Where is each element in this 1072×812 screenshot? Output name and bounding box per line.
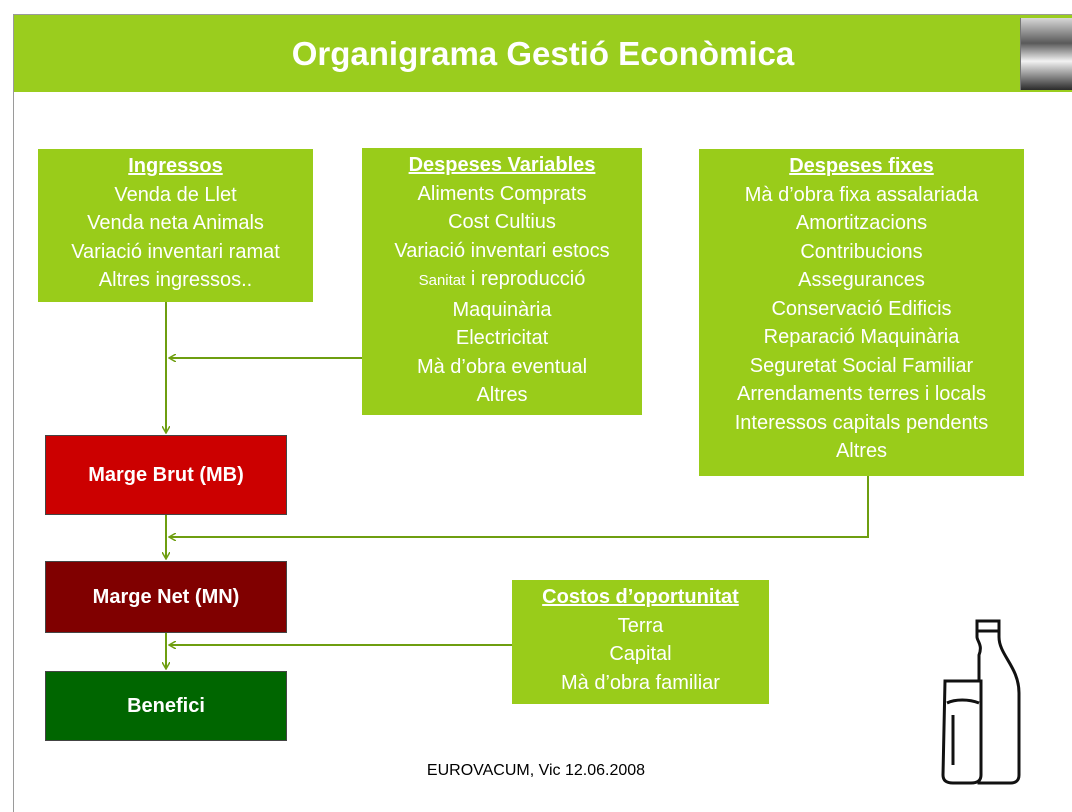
costos-oportunitat-header: Costos d’oportunitat (542, 586, 739, 608)
despeses-fixes-item: Interessos capitals pendents (734, 411, 989, 434)
despeses-fixes-item: Contribucions (800, 240, 923, 263)
ingressos-item: Venda de Llet (114, 183, 237, 206)
despeses-fixes-item: Reparació Maquinària (763, 326, 960, 348)
sanitat-text: Sanitat (418, 272, 466, 289)
page-title: Organigrama Gestió Econòmica (291, 34, 795, 72)
marge-brut-box: Marge Brut (MB) (45, 435, 287, 515)
despeses-variables-item: Sanitat i reproducció (362, 265, 642, 296)
despeses-variables-item: Altres (476, 384, 528, 406)
despeses-fixes-header: Despeses fixes (789, 155, 934, 177)
despeses-fixes-item: Seguretat Social Familiar (749, 354, 974, 377)
benefici-label: Benefici (127, 694, 205, 717)
despeses-variables-item: Mà d’obra eventual (416, 355, 588, 378)
despeses-variables-item: Cost Cultius (448, 211, 556, 233)
costos-oportunitat-item: Capital (609, 643, 672, 665)
ingressos-box: Ingressos Venda de Llet Venda neta Anima… (38, 149, 313, 302)
cow-photo (1020, 18, 1072, 90)
milk-bottle-glass-icon (941, 619, 1021, 785)
ingressos-item: Altres ingressos.. (98, 269, 253, 291)
slide-border (13, 14, 1072, 812)
arrow-fixes-to-main (170, 476, 869, 537)
ingressos-item: Venda neta Animals (87, 212, 264, 234)
reproduccio-text: i reproducció (465, 268, 586, 290)
despeses-fixes-item: Assegurances (798, 269, 925, 291)
despeses-variables-box: Despeses Variables Aliments Comprats Cos… (362, 148, 642, 415)
despeses-fixes-item: Arrendaments terres i locals (737, 383, 986, 405)
despeses-fixes-item: Conservació Edificis (771, 297, 952, 320)
despeses-fixes-item: Mà d’obra fixa assalariada (744, 183, 979, 206)
benefici-box: Benefici (45, 671, 287, 741)
despeses-fixes-box: Despeses fixes Mà d’obra fixa assalariad… (699, 149, 1024, 476)
marge-brut-label: Marge Brut (MB) (88, 463, 244, 486)
costos-oportunitat-box: Costos d’oportunitat Terra Capital Mà d’… (512, 580, 769, 704)
costos-oportunitat-item: Mà d’obra familiar (561, 671, 720, 694)
footer-text: EUROVACUM, Vic 12.06.2008 (426, 762, 646, 779)
despeses-variables-header: Despeses Variables (408, 154, 596, 176)
ingressos-item: Variació inventari ramat (71, 240, 280, 263)
title-bar: Organigrama Gestió Econòmica (14, 15, 1072, 92)
ingressos-header: Ingressos (128, 155, 223, 177)
despeses-variables-item: Electricitat (455, 327, 549, 349)
despeses-variables-item: Variació inventari estocs (394, 239, 610, 262)
despeses-fixes-item: Amortitzacions (795, 212, 928, 234)
despeses-variables-item: Aliments Comprats (417, 182, 587, 205)
marge-net-box: Marge Net (MN) (45, 561, 287, 633)
despeses-fixes-item: Altres (835, 440, 888, 462)
costos-oportunitat-item: Terra (617, 614, 664, 637)
marge-net-label: Marge Net (MN) (92, 585, 240, 608)
despeses-variables-item: Maquinària (452, 298, 552, 321)
